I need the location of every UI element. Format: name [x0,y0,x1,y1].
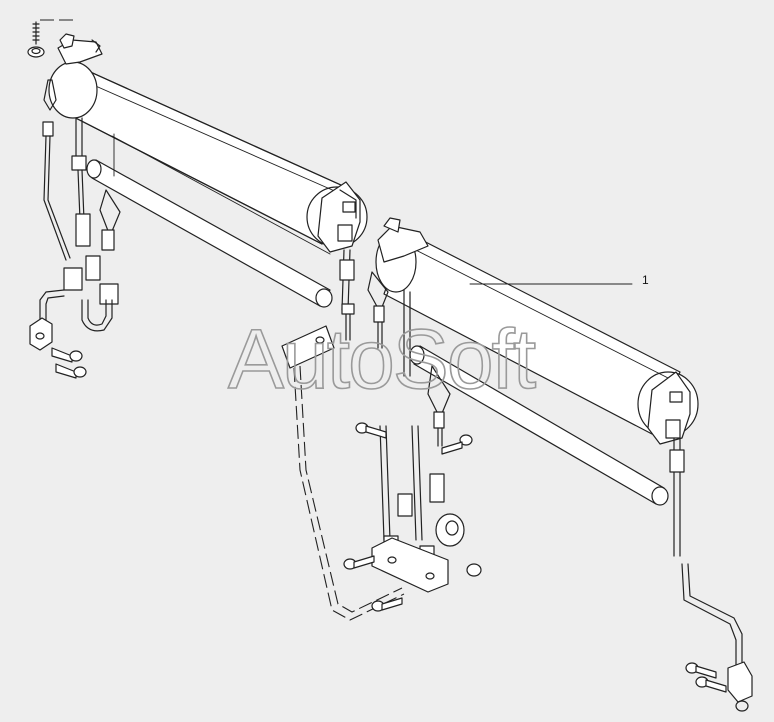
center-knob [435,513,465,547]
left-bent-rod [29,289,65,351]
left-end-bracket [57,33,103,65]
center-base-plate [371,537,449,593]
left-lower-tube [86,133,333,308]
center-plate [281,325,405,621]
right-right-end-bracket [647,371,691,445]
left-roller-assembly [27,19,368,379]
right-cable-loops [367,271,451,447]
center-mechanism [281,325,482,621]
left-cable-loop [42,79,121,261]
right-lower-screws [685,662,727,693]
watermark-text: AutoSoft [228,312,536,406]
center-screws [343,422,482,612]
right-left-end-bracket [377,217,429,263]
right-roller-assembly [367,217,753,712]
left-roller-right-pendant [339,249,355,341]
right-end-bracket-left-roller [317,181,361,253]
right-lower-tube [409,345,669,506]
callout-label: 1 [642,273,649,287]
top-left-screw [27,21,45,58]
left-lower-screws [51,347,87,379]
left-clamp-cluster [63,255,119,332]
right-bent-rod [669,437,753,712]
